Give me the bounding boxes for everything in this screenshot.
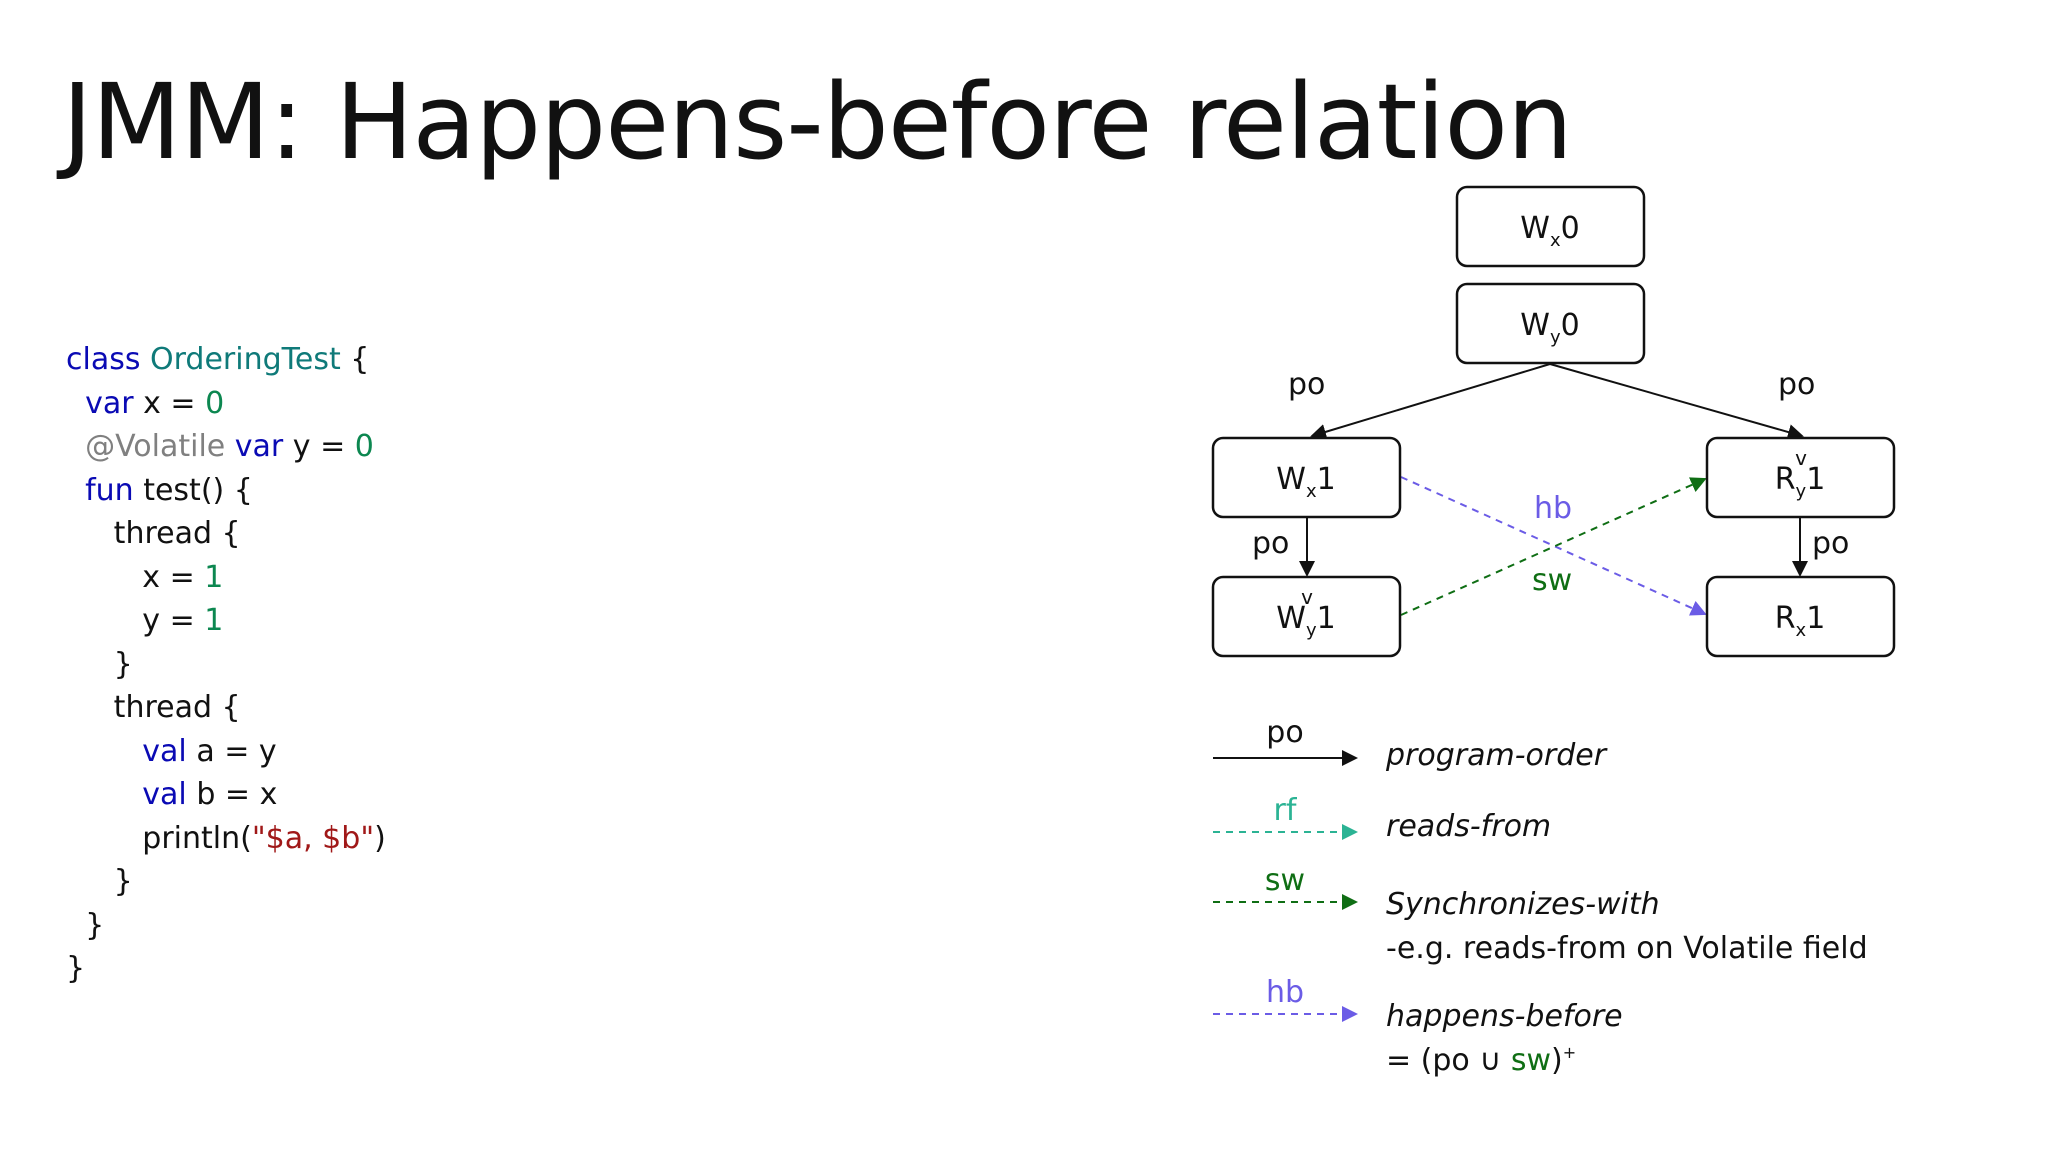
code-token: fun xyxy=(85,472,134,508)
code-block: class OrderingTest { var x = 0 @Volatile… xyxy=(66,338,386,991)
code-token: { xyxy=(340,342,370,377)
code-line: fun test() { xyxy=(66,469,386,513)
legend-sw-desc: Synchronizes-with xyxy=(1386,887,1660,922)
node-ry1: v Ry1 xyxy=(1705,436,1896,519)
code-token: } xyxy=(66,951,86,986)
code-token: 0 xyxy=(205,385,225,421)
code-line: println("$a, $b") xyxy=(66,817,386,861)
code-token: "$a, $b" xyxy=(251,820,375,856)
legend-sw-label: sw xyxy=(1265,863,1305,898)
code-line: thread { xyxy=(66,686,386,730)
code-token: OrderingTest xyxy=(150,342,341,377)
code-token: 0 xyxy=(354,429,374,464)
code-token: thread { xyxy=(66,516,241,551)
code-line: class OrderingTest { xyxy=(66,338,386,382)
node-wx0-label: Wx0 xyxy=(1520,211,1579,251)
code-token: ) xyxy=(374,820,386,856)
legend-item-hb: hb happens-before = (po ∪ sw)+ xyxy=(1213,975,1623,1078)
code-token: y = xyxy=(283,429,355,464)
node-wy1-volatile-mark: v xyxy=(1301,585,1313,609)
code-token: @Volatile xyxy=(85,429,226,464)
code-token: } xyxy=(66,646,133,682)
legend-po-label: po xyxy=(1266,715,1303,750)
legend-po-desc: program-order xyxy=(1385,738,1608,773)
po-edge-wy0-wx1 xyxy=(1310,363,1551,440)
code-line: @Volatile var y = 0 xyxy=(66,425,386,469)
edges xyxy=(1299,363,1808,616)
code-token: } xyxy=(66,907,105,943)
node-rx1: Rx1 xyxy=(1705,575,1896,658)
edge-label-po-left-top: po xyxy=(1288,367,1325,402)
legend-hb-desc: happens-before xyxy=(1386,999,1623,1034)
code-token: x = xyxy=(133,385,206,421)
code-token: class xyxy=(66,342,151,377)
code-line: val b = x xyxy=(66,773,386,817)
code-line: } xyxy=(66,860,386,904)
code-token: x = xyxy=(66,559,205,595)
code-line: x = 1 xyxy=(66,556,386,600)
code-token: test() { xyxy=(133,472,253,508)
node-wx1-label: Wx1 xyxy=(1276,462,1335,502)
code-token: var xyxy=(85,385,134,421)
code-token: 1 xyxy=(204,559,224,595)
node-ry1-label: Ry1 xyxy=(1775,462,1826,502)
code-token: a = y xyxy=(186,733,277,769)
po-edge-wy0-ry1 xyxy=(1549,363,1804,440)
legend-rf-label: rf xyxy=(1274,793,1298,828)
code-line: } xyxy=(66,643,386,687)
code-line: thread { xyxy=(66,512,386,556)
code-token: val xyxy=(142,733,187,769)
edge-label-hb: hb xyxy=(1534,491,1572,526)
legend-item-rf: rf reads-from xyxy=(1213,793,1551,844)
edge-label-po-left-bottom: po xyxy=(1252,526,1289,561)
hb-edge-wx1-rx1 xyxy=(1400,476,1707,616)
code-token: var xyxy=(234,429,284,464)
legend-hb-label: hb xyxy=(1266,975,1304,1010)
legend: po program-order rf reads-from sw Synchr… xyxy=(1213,715,1868,1078)
edge-label-sw: sw xyxy=(1532,563,1572,598)
edge-label-po-right-top: po xyxy=(1778,367,1815,402)
code-token: val xyxy=(142,777,187,812)
node-wy0: Wy0 xyxy=(1455,282,1646,365)
code-line: val a = y xyxy=(66,730,386,774)
code-token: b = x xyxy=(186,777,278,812)
node-wy1-label: Wy1 xyxy=(1276,601,1335,641)
slide-title: JMM: Happens-before relation xyxy=(62,61,1573,183)
node-wx1: Wx1 xyxy=(1211,436,1402,519)
edge-label-po-right-bottom: po xyxy=(1812,526,1849,561)
node-wx0: Wx0 xyxy=(1455,185,1646,268)
code-token: } xyxy=(66,864,133,899)
node-ry1-volatile-mark: v xyxy=(1795,446,1807,470)
legend-rf-desc: reads-from xyxy=(1386,809,1551,844)
legend-item-po: po program-order xyxy=(1213,715,1608,773)
code-line: } xyxy=(66,947,386,991)
code-token: println( xyxy=(66,820,252,856)
sw-edge-wy1-ry1 xyxy=(1400,477,1707,616)
code-token: y = xyxy=(66,603,205,638)
legend-item-sw: sw Synchronizes-with -e.g. reads-from on… xyxy=(1213,863,1868,966)
node-rx1-label: Rx1 xyxy=(1775,601,1826,641)
code-token: thread { xyxy=(66,690,241,725)
node-wy1: v Wy1 xyxy=(1211,575,1402,658)
legend-hb-formula: = (po ∪ sw)+ xyxy=(1386,1043,1576,1078)
legend-sw-note: -e.g. reads-from on Volatile field xyxy=(1386,931,1868,966)
code-line: var x = 0 xyxy=(66,382,386,426)
node-wy0-label: Wy0 xyxy=(1520,308,1579,348)
code-line: y = 1 xyxy=(66,599,386,643)
code-line: } xyxy=(66,904,386,948)
code-token: 1 xyxy=(204,603,224,638)
